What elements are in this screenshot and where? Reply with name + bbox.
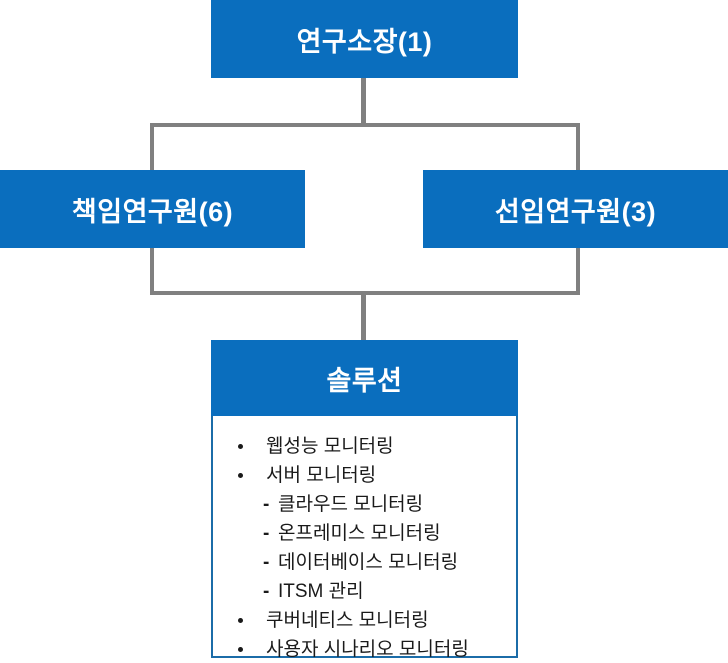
bullet-dot-icon: [238, 618, 243, 623]
list-item-label: 클라우드 모니터링: [278, 494, 424, 515]
list-item: -온프레미스 모니터링: [225, 519, 506, 548]
list-item: -클라우드 모니터링: [225, 490, 506, 519]
bullet-dot-icon: [238, 444, 243, 449]
node-senior-researcher-label: 선임연구원(3): [494, 196, 657, 227]
list-item: -ITSM 관리: [225, 577, 506, 606]
bullet-dot-icon: [238, 473, 243, 478]
connector-from-senior: [576, 248, 580, 295]
list-item: 웹성능 모니터링: [225, 432, 506, 461]
bullet-dash-icon: -: [263, 552, 270, 573]
node-research-director-label: 연구소장(1): [296, 26, 433, 57]
list-item-label: ITSM 관리: [278, 581, 364, 602]
bullet-dash-icon: -: [263, 581, 270, 602]
node-principal-researcher[interactable]: 책임연구원(6): [0, 170, 305, 248]
list-item: 사용자 시나리오 모니터링: [225, 635, 506, 663]
connector-solution-stem: [361, 291, 366, 340]
connector-upper-horizontal: [150, 123, 580, 127]
connector-to-senior: [576, 123, 580, 170]
list-item-label: 사용자 시나리오 모니터링: [266, 639, 469, 660]
bullet-dot-icon: [238, 647, 243, 652]
connector-from-principal: [150, 248, 154, 295]
list-item: -데이터베이스 모니터링: [225, 548, 506, 577]
list-item: 쿠버네티스 모니터링: [225, 606, 506, 635]
node-principal-researcher-label: 책임연구원(6): [71, 196, 234, 227]
list-item: 서버 모니터링: [225, 461, 506, 490]
bullet-dash-icon: -: [263, 523, 270, 544]
solution-panel-title: 솔루션: [326, 365, 403, 396]
connector-root-stem: [361, 78, 366, 127]
list-item-label: 쿠버네티스 모니터링: [266, 610, 429, 631]
node-senior-researcher[interactable]: 선임연구원(3): [423, 170, 728, 248]
list-item-label: 웹성능 모니터링: [266, 436, 394, 457]
list-item-label: 데이터베이스 모니터링: [278, 552, 459, 573]
bullet-dash-icon: -: [263, 494, 270, 515]
list-item-label: 서버 모니터링: [266, 465, 377, 486]
list-item-label: 온프레미스 모니터링: [278, 523, 441, 544]
connector-to-principal: [150, 123, 154, 170]
solution-panel-header: 솔루션: [211, 340, 518, 416]
node-research-director[interactable]: 연구소장(1): [211, 0, 518, 78]
